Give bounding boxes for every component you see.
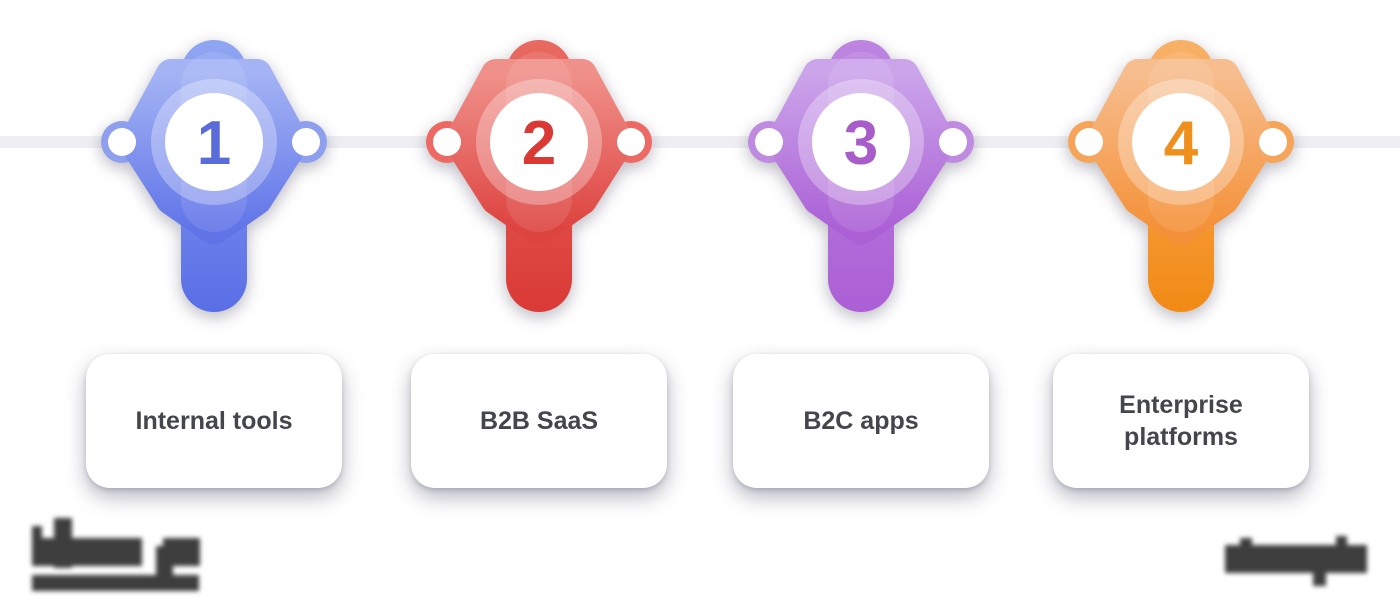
number-circle [490, 93, 588, 191]
step-card-label: B2B SaaS [479, 406, 599, 435]
redacted-block [42, 538, 142, 566]
number-circle [1132, 93, 1230, 191]
step-marker-2: 2 [419, 22, 659, 322]
redacted-underline [32, 575, 199, 591]
redacted-block [1240, 538, 1252, 548]
step-card-2: B2B SaaS [411, 354, 667, 488]
step-card-label: B2C apps [803, 406, 919, 435]
right-dot [1259, 128, 1287, 156]
left-dot [1075, 128, 1103, 156]
number-circle [812, 93, 910, 191]
redacted-block [1313, 573, 1326, 586]
step-pin-icon: 4 [1068, 40, 1294, 312]
step-pin-icon: 2 [426, 40, 652, 312]
step-card-label: Enterprise platforms [1119, 390, 1243, 452]
step-number: 1 [197, 109, 231, 178]
right-dot [939, 128, 967, 156]
left-dot [755, 128, 783, 156]
step-card-4: Enterprise platforms [1053, 354, 1309, 488]
timeline-line [0, 136, 1400, 148]
redacted-logo-left [30, 516, 210, 598]
redacted-block [1336, 536, 1347, 548]
step-marker-1: 1 [94, 22, 334, 322]
redacted-block [156, 546, 173, 580]
step-marker-3: 3 [741, 22, 981, 322]
left-dot [108, 128, 136, 156]
step-number: 3 [844, 109, 878, 178]
redacted-block [1225, 545, 1367, 573]
right-dot [617, 128, 645, 156]
right-dot [292, 128, 320, 156]
step-pin-icon: 1 [101, 40, 327, 312]
redacted-block [32, 526, 42, 566]
number-circle [165, 93, 263, 191]
step-card-1: Internal tools [86, 354, 342, 488]
step-card-label: Internal tools [135, 406, 293, 435]
step-pin-icon: 3 [748, 40, 974, 312]
step-number: 2 [522, 109, 556, 178]
step-marker-4: 4 [1061, 22, 1301, 322]
step-card-3: B2C apps [733, 354, 989, 488]
redacted-text-right [1222, 534, 1374, 590]
step-number: 4 [1164, 109, 1199, 178]
left-dot [433, 128, 461, 156]
